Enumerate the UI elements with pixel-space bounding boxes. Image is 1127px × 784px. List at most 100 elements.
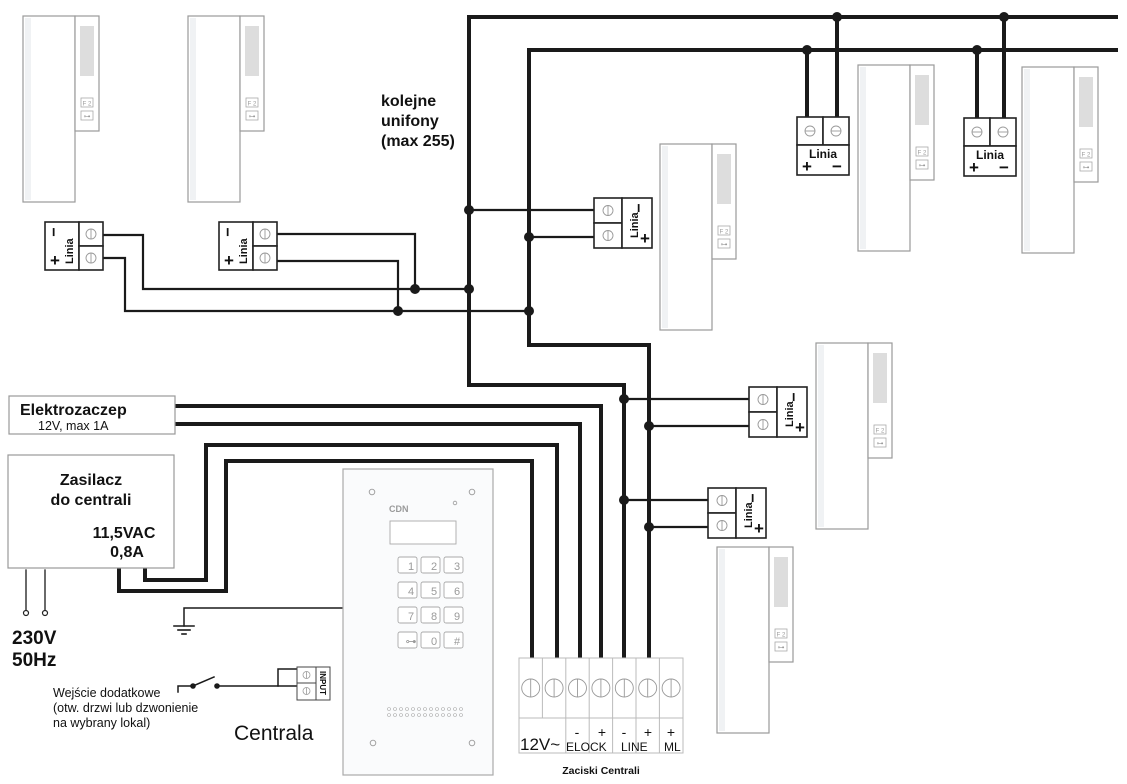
keypad-key[interactable]: 6 [443,581,464,599]
keypad-key-label: 7 [408,611,414,623]
terminal-line: LINE [621,740,648,754]
key-icon: ⊶ [778,645,785,652]
keypad-key[interactable]: # [443,631,464,649]
keypad-key[interactable]: 1 [397,556,418,574]
terminals-caption: Zaciski Centrali [562,765,640,777]
branch-wires [101,208,751,529]
extra-input-label-3: na wybrany lokal) [53,716,150,730]
linia-terminal-1: Linia− + [44,221,104,271]
zasilacz-title-1: Zasilacz [60,472,122,489]
keypad-key[interactable]: 8 [420,606,441,624]
keypad-key-label: 1 [408,561,414,573]
minus-sign: − [999,158,1009,177]
keypad-key[interactable]: 9 [443,606,464,624]
keypad-key[interactable]: 7 [397,606,418,624]
key-icon: ⊶ [249,114,256,121]
key-icon: ⊶ [84,114,91,121]
intercom-unit-4 [857,64,935,252]
intercom-unit-2 [187,15,265,203]
key-icon: ⊶ [919,163,926,170]
keypad-key-label: # [454,636,461,648]
f2-button-label: F 2 [83,102,92,108]
plus-sign: + [795,418,805,437]
terminal-12v: 12V~ [520,735,560,754]
keypad-key-label: 5 [431,586,437,598]
linia-label: Linia [629,211,641,238]
kolejne-label-1: kolejne [381,93,436,110]
keypad-key-label: 4 [408,586,414,598]
bus-wires [467,15,1118,660]
linia-terminal-6: Linia− + [748,386,808,438]
input-terminal: INPUT [296,666,331,701]
keypad-key-label: 6 [454,586,460,598]
extra-input-label-2: (otw. drzwi lub dzwonienie [53,701,198,715]
kolejne-label-2: unifony [381,113,439,130]
kolejne-label-3: (max 255) [381,133,455,150]
f2-button-label: F 2 [876,429,885,435]
sign-ml-plus: + [667,724,675,740]
key-icon: ⊶ [1083,165,1090,172]
keypad-key[interactable]: 3 [443,556,464,574]
central-terminal-block: 12V~ ELOCK LINE ML - + - + + Zaciski Cen… [518,657,684,777]
intercom-unit-5 [1021,66,1099,254]
keypad-key[interactable]: 4 [397,581,418,599]
minus-sign: − [832,157,842,176]
f2-button-label: F 2 [720,230,729,236]
plus-sign: + [224,251,234,270]
sign-line-minus: - [622,724,627,740]
intercom-unit-6 [815,342,893,530]
keypad-key[interactable]: 2 [420,556,441,574]
panel-speaker-grille [387,707,463,717]
keypad-key[interactable]: ⊶ [397,631,418,649]
minus-sign: − [745,493,762,502]
elektrozaczep-title: Elektrozaczep [20,402,127,419]
minus-sign: − [46,227,63,236]
sign-elock-plus: + [598,724,606,740]
linia-label: Linia [64,237,76,264]
keypad-key-label: 3 [454,561,460,573]
terminal-elock: ELOCK [566,740,607,754]
keypad-key-label: ⊶ [406,636,417,648]
sign-line-plus: + [644,724,652,740]
f2-button-label: F 2 [1082,153,1091,159]
panel-brand: CDN [389,504,409,514]
plus-sign: + [969,158,979,177]
key-icon: ⊶ [877,441,884,448]
sign-elock-minus: - [575,724,580,740]
extra-input-label-1: Wejście dodatkowe [53,686,161,700]
linia-terminal-2: Linia− + [218,221,278,271]
panel-display [389,520,457,545]
key-icon: ⊶ [721,242,728,249]
keypad-key-label: 8 [431,611,437,623]
plus-sign: + [754,519,764,538]
minus-sign: − [220,227,237,236]
junction-dots [393,12,1009,532]
plus-sign: + [640,229,650,248]
linia-label: Linia [976,148,1004,162]
linia-terminal-4: Linia+− [796,116,850,176]
linia-label: Linia [784,400,796,427]
intercom-unit-1 [22,15,100,203]
keypad-key[interactable]: 5 [420,581,441,599]
mains-voltage-label: 230V [12,628,57,649]
minus-sign: − [786,392,803,401]
intercom-unit-7 [716,546,794,734]
linia-label: Linia [238,237,250,264]
keypad-key[interactable]: 0 [420,631,441,649]
f2-button-label: F 2 [248,102,257,108]
zasilacz-title-2: do centrali [51,492,132,509]
f2-button-label: F 2 [918,151,927,157]
linia-terminal-7: Linia−+ [707,487,767,539]
minus-sign: − [631,203,648,212]
keypad-key-label: 2 [431,561,437,573]
plus-sign: + [50,251,60,270]
linia-terminal-3: Linia− + [593,197,653,249]
zasilacz-box: Zasilacz do centrali 11,5VAC 0,8A [7,454,175,569]
keypad-key-label: 0 [431,636,437,648]
zasilacz-current: 0,8A [110,544,144,561]
linia-label: Linia [809,147,837,161]
f2-button-label: F 2 [777,633,786,639]
